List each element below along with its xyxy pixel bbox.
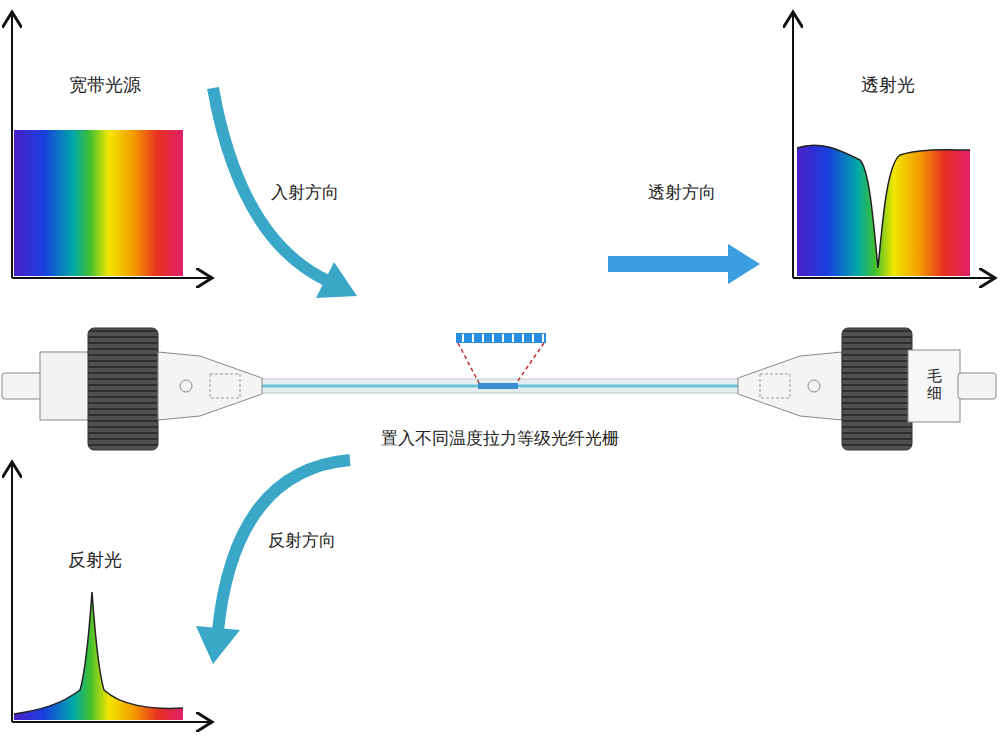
boot-hole [180, 380, 192, 392]
caption-label: 置入不同温度拉力等级光纤光栅 [381, 427, 619, 450]
leader-line [458, 343, 480, 385]
grating-lines [463, 334, 543, 342]
axis [12, 721, 212, 723]
grating-line [542, 334, 544, 342]
axis [793, 277, 995, 279]
arrow-head [196, 626, 240, 664]
grating-line [482, 334, 484, 342]
direction-label: 反射方向 [268, 529, 336, 552]
arrow-head [728, 244, 760, 284]
spectrum-edge [14, 592, 183, 714]
grating-line [492, 334, 494, 342]
direction-label: 入射方向 [271, 181, 339, 204]
grating-line [502, 334, 504, 342]
grating-section [478, 383, 518, 389]
axis [11, 462, 13, 722]
ferrule [958, 373, 996, 399]
direction-label: 透射方向 [648, 181, 716, 204]
axis [11, 12, 13, 278]
spectrum-edge [797, 145, 970, 268]
chart-title: 透射光 [861, 73, 915, 97]
chart-title: 反射光 [68, 548, 122, 572]
grating-line [512, 334, 514, 342]
axis [792, 12, 794, 278]
boot [738, 352, 842, 420]
connector-body [40, 352, 92, 420]
transmission-spectrum [797, 145, 970, 276]
knurled-nut [88, 328, 158, 450]
chart-title: 宽带光源 [69, 73, 141, 97]
part-label: 毛细 [927, 368, 942, 401]
reflection-spectrum [14, 592, 183, 720]
knurled-nut [842, 328, 912, 450]
boot-hole [808, 380, 820, 392]
fiber-grating [456, 333, 546, 343]
grating-line [532, 334, 534, 342]
reflection-arrow [218, 460, 350, 630]
connector-body [908, 350, 960, 422]
boot [158, 352, 262, 420]
boot-detail [760, 374, 790, 398]
optical-fiber [250, 379, 750, 393]
ferrule [2, 373, 42, 399]
arrow-head [316, 262, 357, 298]
boot-detail [210, 374, 240, 398]
grating-line [472, 334, 474, 342]
leader-line [515, 343, 544, 385]
source-spectrum [14, 130, 183, 276]
grating-line [522, 334, 524, 342]
transmission-arrow [608, 256, 730, 272]
grating-line [462, 334, 464, 342]
axis [12, 277, 212, 279]
